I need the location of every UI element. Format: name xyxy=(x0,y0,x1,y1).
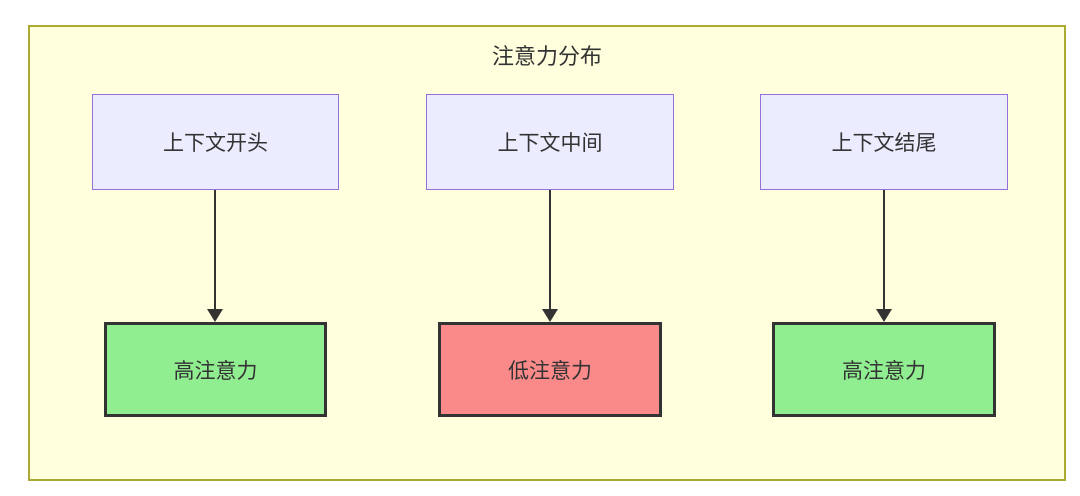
arrow-shaft xyxy=(549,190,551,309)
node-context-middle: 上下文中间 xyxy=(426,94,674,190)
arrowhead-down-icon xyxy=(876,309,892,322)
diagram-title: 注意力分布 xyxy=(491,44,602,69)
arrow-start-to-high xyxy=(207,190,223,322)
node-context-end: 上下文结尾 xyxy=(760,94,1008,190)
arrow-shaft xyxy=(883,190,885,309)
node-low-attention-middle: 低注意力 xyxy=(438,322,662,417)
arrowhead-down-icon xyxy=(207,309,223,322)
arrowhead-down-icon xyxy=(542,309,558,322)
arrow-middle-to-low xyxy=(542,190,558,322)
node-high-attention-right: 高注意力 xyxy=(772,322,996,417)
diagram-canvas: 注意力分布 上下文开头 上下文中间 上下文结尾 高注意力 低注意力 高注意力 xyxy=(28,25,1066,481)
arrow-shaft xyxy=(214,190,216,309)
node-high-attention-left: 高注意力 xyxy=(104,322,327,417)
arrow-end-to-high xyxy=(876,190,892,322)
node-context-start: 上下文开头 xyxy=(92,94,339,190)
